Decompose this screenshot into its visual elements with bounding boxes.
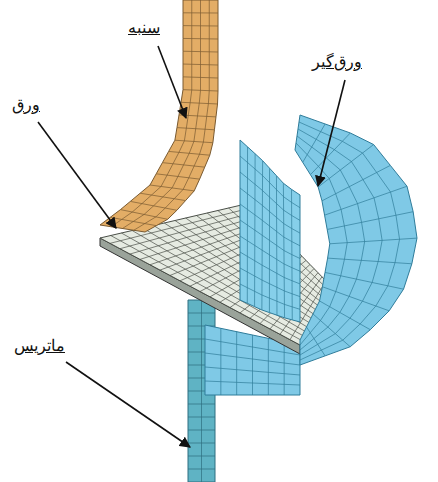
mesh-line xyxy=(205,367,300,375)
mesh-line xyxy=(240,204,300,246)
holder-flange-body xyxy=(295,115,417,365)
mesh-line xyxy=(240,252,300,284)
mesh-line xyxy=(297,136,365,350)
mesh-line xyxy=(240,156,300,208)
mesh-line xyxy=(254,154,256,307)
mesh-line xyxy=(205,381,300,385)
part-label: ورق‌گیر xyxy=(312,52,362,71)
mesh-line xyxy=(299,122,400,360)
part-label: سنبه xyxy=(128,18,160,37)
mesh-line xyxy=(183,12,218,13)
mesh-line xyxy=(110,217,156,225)
mesh-line xyxy=(284,342,285,395)
mesh-line xyxy=(247,147,248,303)
mesh-line xyxy=(325,272,404,289)
mesh-line xyxy=(325,186,407,215)
mesh-line xyxy=(240,236,300,271)
mesh-line xyxy=(269,168,270,312)
mesh-line xyxy=(291,189,293,320)
mesh-line xyxy=(327,212,413,230)
mesh-line xyxy=(183,51,218,53)
holder-wall xyxy=(240,140,300,322)
mesh-line xyxy=(140,193,185,200)
punch-surface-body xyxy=(100,0,218,232)
mesh-line xyxy=(240,220,300,259)
mesh-line xyxy=(313,314,350,347)
part-label: ماتریس xyxy=(14,336,65,355)
mesh-line xyxy=(276,176,278,315)
mesh-line xyxy=(181,102,217,104)
mesh-line xyxy=(188,417,215,418)
leader-line xyxy=(158,46,186,118)
mesh-line xyxy=(240,284,300,309)
mesh-line xyxy=(188,469,215,470)
mesh-line xyxy=(183,77,218,78)
mesh-line xyxy=(298,129,382,355)
mesh-line xyxy=(283,183,284,318)
mesh-line xyxy=(175,140,213,142)
mesh-line xyxy=(150,185,194,191)
mesh-line xyxy=(156,174,199,179)
mesh-line xyxy=(123,0,201,229)
mesh-line xyxy=(183,90,218,91)
mesh-line xyxy=(328,258,412,264)
part-label: ورق xyxy=(12,95,40,114)
mesh-line xyxy=(120,210,167,220)
mesh-line xyxy=(188,404,215,405)
mesh-parts xyxy=(100,0,417,482)
mesh-line xyxy=(261,161,263,310)
mesh-line xyxy=(240,172,300,220)
mesh-line xyxy=(322,287,389,311)
mesh-line xyxy=(188,456,215,457)
mesh-line xyxy=(303,124,325,162)
mesh-line xyxy=(169,151,210,155)
mesh-line xyxy=(183,38,218,40)
mesh-line xyxy=(268,338,269,395)
mesh-line xyxy=(320,301,371,330)
mesh-line xyxy=(188,443,215,444)
mesh-line xyxy=(236,332,237,395)
leader-lines xyxy=(38,46,345,447)
mesh-line xyxy=(183,64,218,66)
mesh-line xyxy=(188,430,215,431)
mesh-line xyxy=(183,25,218,26)
mesh-line xyxy=(220,328,221,395)
punch-surface xyxy=(100,0,218,232)
mesh-line xyxy=(188,313,215,314)
mesh-line xyxy=(240,268,300,297)
holder-wall-body xyxy=(240,140,300,322)
holder-flange xyxy=(295,115,417,365)
leader-line xyxy=(318,80,345,186)
mesh-line xyxy=(130,201,177,210)
mesh-line xyxy=(205,353,300,365)
mesh-line xyxy=(162,163,204,168)
mesh-line xyxy=(307,327,326,356)
leader-line xyxy=(38,122,116,228)
mesh-line xyxy=(330,238,417,244)
leader-line xyxy=(66,362,190,447)
mesh-line xyxy=(177,128,214,130)
mesh-line xyxy=(252,335,253,395)
